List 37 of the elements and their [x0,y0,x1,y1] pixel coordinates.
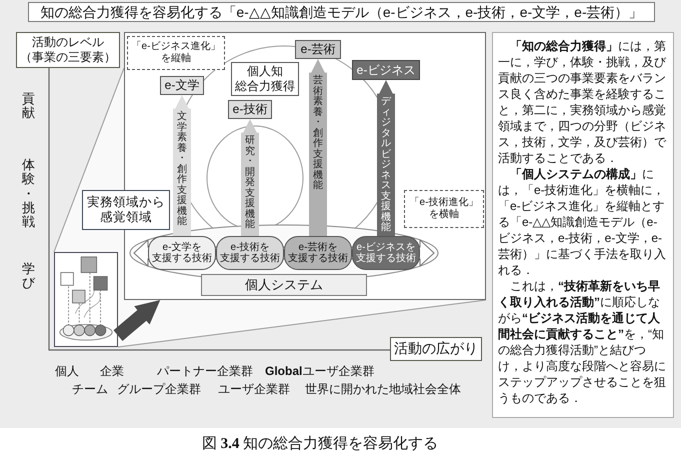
label-box: 活動の広がり [390,337,482,361]
dashed-note-box: 「e-技術進化」を横軸 [404,190,484,228]
edge-label: 研究・開発支援機能 [245,136,255,230]
dashed-note-box: 「e-ビジネス進化」を縦軸 [127,36,225,70]
category-label: 企業 [100,364,124,379]
diagram-thumbnail [54,252,118,347]
label-box: 実務領域から感覚領域 [82,190,170,230]
axis-label: 学び [22,262,35,291]
category-label: グループ企業群 [117,382,201,397]
category-label: ユーザ企業群 [218,382,290,397]
title-banner: 知の総合力獲得を容易化する「e-△△知識創造モデル（e-ビジネス，e-技術，e-文学，e-芸術）」 [28,2,655,22]
label-box: 個人知総合力獲得 [231,62,299,96]
rounded-node: e-文学を支援する技術 [148,236,216,270]
category-label: パートナー企業群 [157,364,253,379]
rounded-node: e-芸術を支援する技術 [284,236,352,270]
rounded-node: e-技術を支援する技術 [216,236,284,270]
category-label: 世界に開かれた地域社会全体 [305,382,461,397]
category-label: Globalユーザ企業群 [265,364,374,379]
figure-caption: 図 3.4 知の総合力獲得を容易化する [202,436,438,452]
label-box: 個人システム [201,274,367,296]
label-box: e-芸術 [295,40,341,59]
paragraph: これは，“技術革新をいち早く取り入れる活動”に順応しながら“ビジネス活動を通じて人間社会に貢献すること”を，“知の総合力獲得活動”と結びつけ，より高度な段階へと容易にステップアップさせることを狙うものである． [498,278,667,406]
axis-label: 体験・挑戦 [22,158,35,230]
rounded-node: e-ビジネスを支援する技術 [352,236,420,270]
paragraph: 「個人システムの構成」には，「e-技術進化」を横軸に，「e-ビジネス進化」を縦軸とする「e-△△知識創造モデル（e-ビジネス，e-技術，e-文学，e-芸術）」に基づく手法を取り入れる． [498,166,667,278]
label-box: e-文学 [160,76,204,95]
axis-label: 貢献 [22,92,35,121]
label-box: e-技術 [228,100,272,119]
edge-label: 芸術素養・創作支援機能 [313,76,323,192]
paragraph: 「知の総合力獲得」には，第一に，学び，体験・挑戦，及び貢献の三つの事業要素をバランス良く含めた事業を経験すること，第二に，実務領域から感覚領域まで，四つの分野（ビジネス，技術，文学，及び芸術）で活動することである． [498,38,668,166]
label-box: e-ビジネス [352,60,420,80]
text-panel [492,32,674,418]
edge-label: ディジタルビジネス支援機能 [381,97,391,234]
label-box: 活動のレベル（事業の三要素） [16,32,120,68]
category-label: チーム [72,382,108,397]
category-label: 個人 [55,364,79,379]
edge-label: 文学素養・創作支援機能 [177,112,187,228]
